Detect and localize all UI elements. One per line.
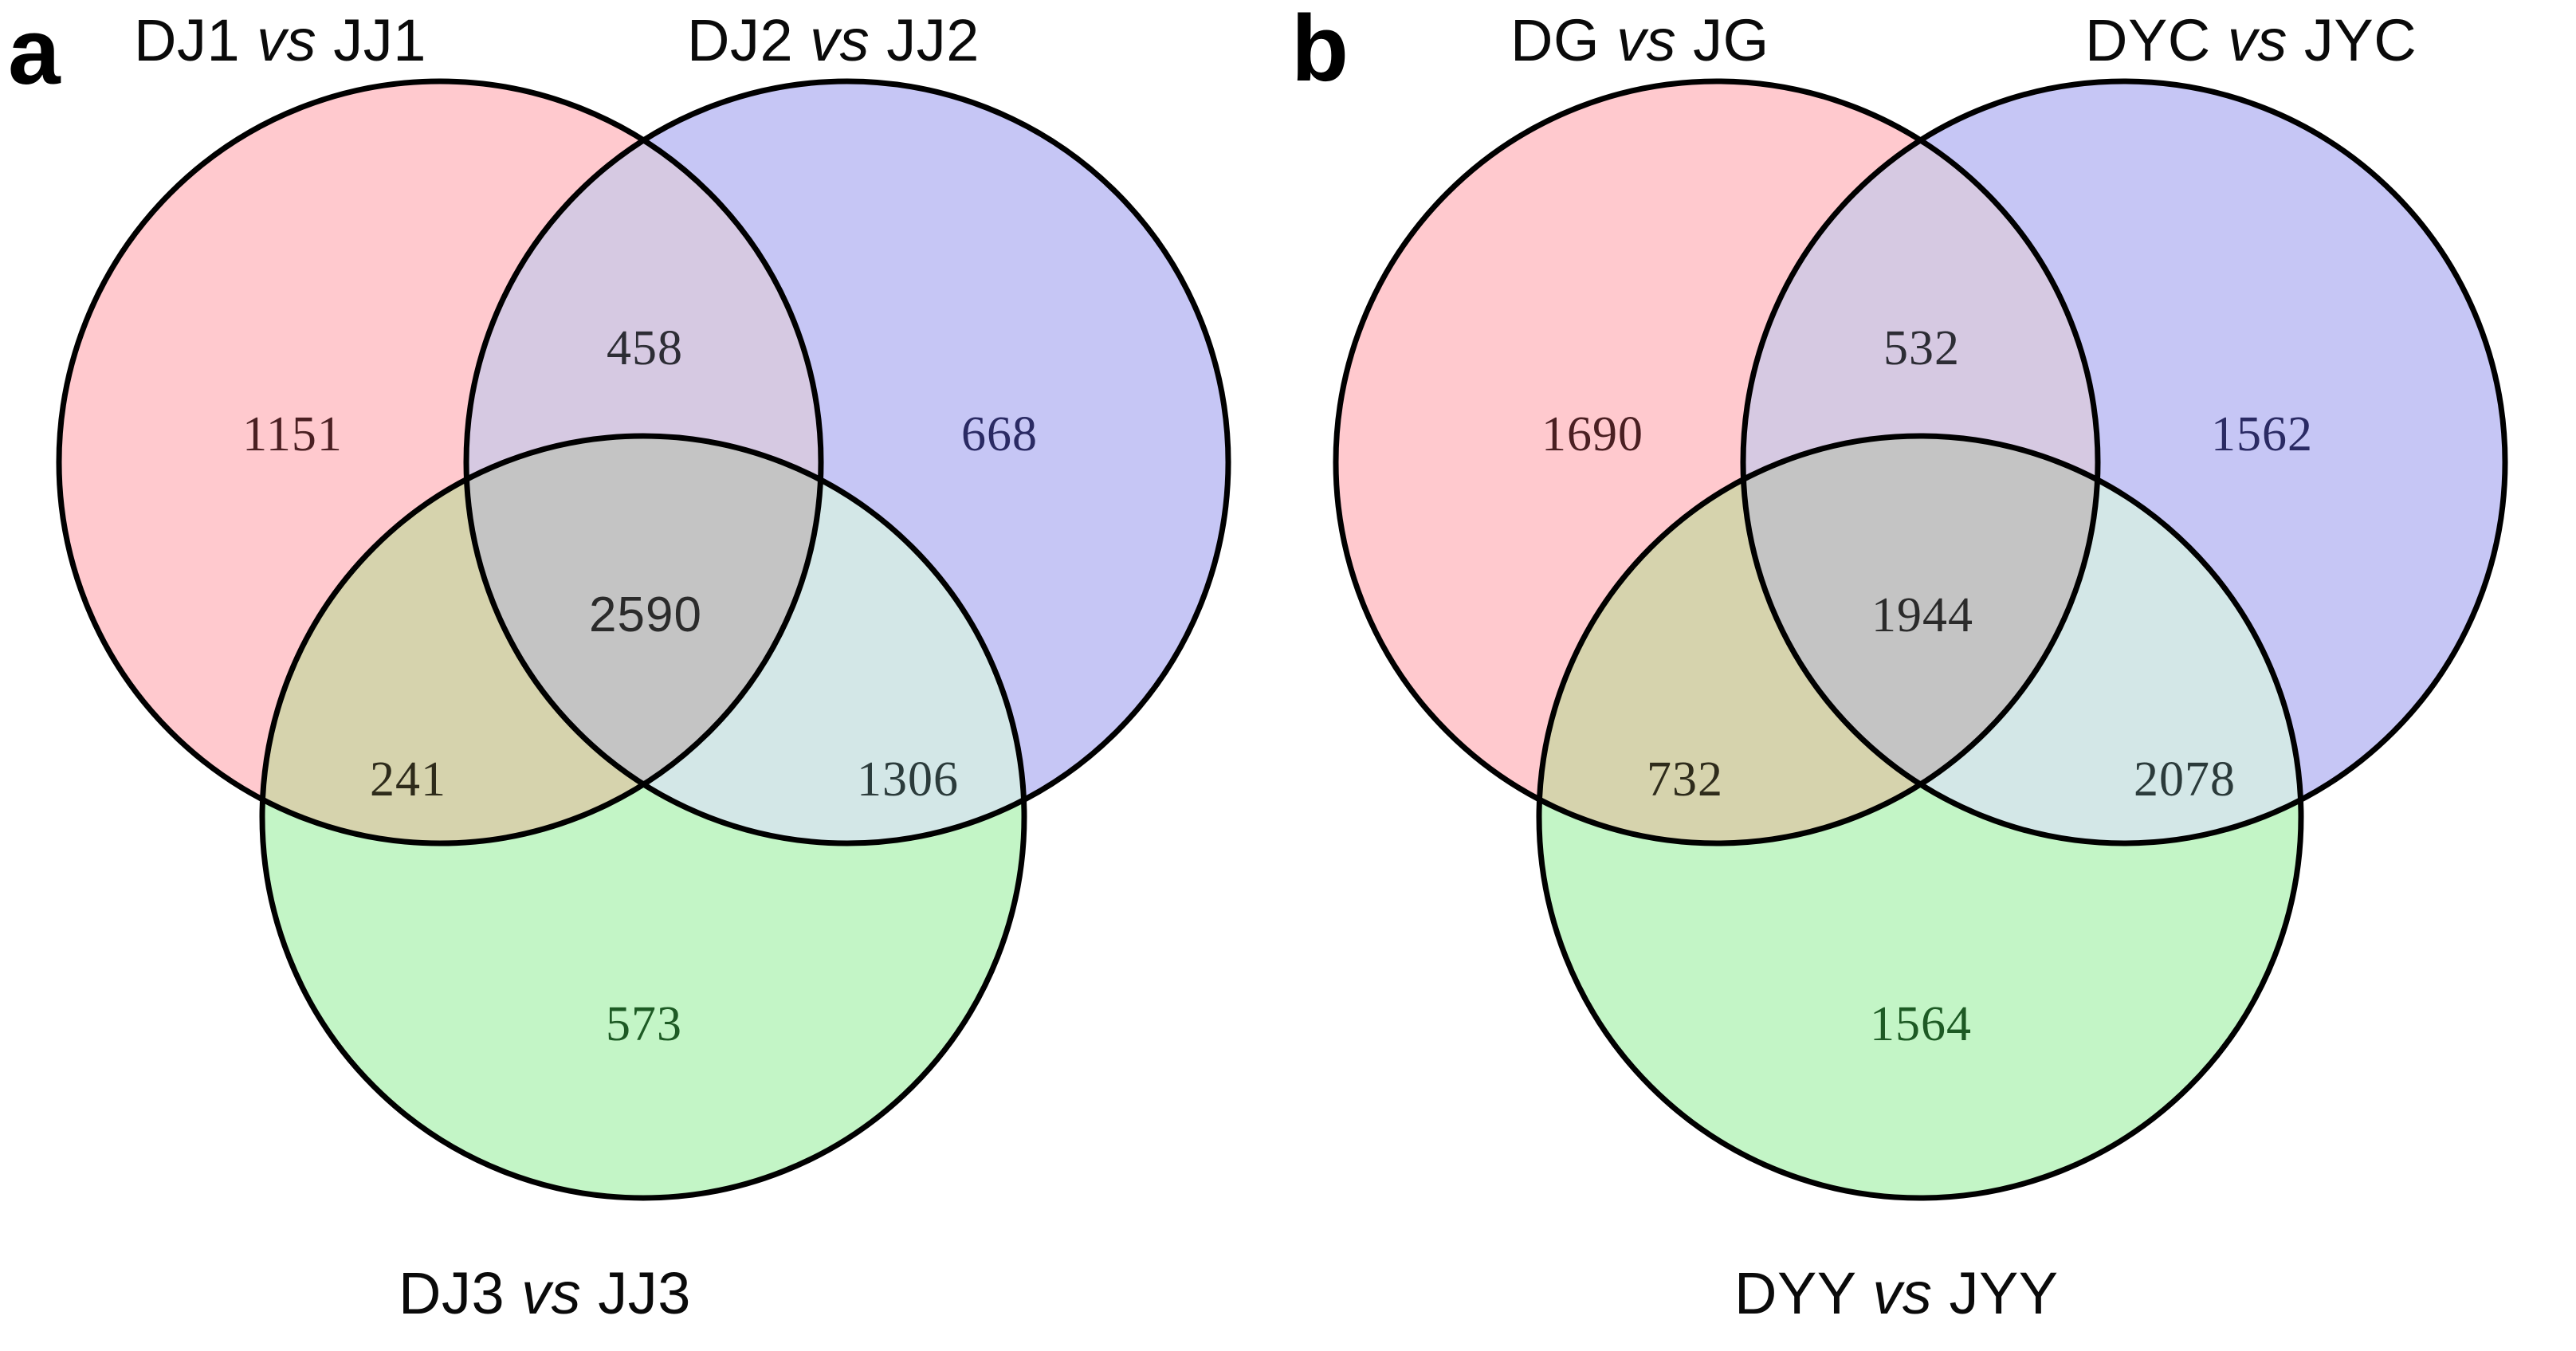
panel-b-count-bottom-only: 1564 (1870, 997, 1972, 1051)
panel-a-venn-svg (56, 78, 1231, 1201)
panel-b: b DG vs JG DYC vs JYC DYY vs JYY (1288, 0, 2576, 1351)
panel-b-label-top-left: DG vs JG (1510, 7, 1769, 73)
panel-b-count-left-right: 532 (1883, 321, 1960, 375)
vs-italic: vs (1872, 1260, 1933, 1326)
panel-a-count-bottom-only: 573 (606, 997, 682, 1051)
panel-b-count-right-bottom: 2078 (2134, 752, 2236, 807)
panel-b-count-left-bottom: 732 (1647, 752, 1723, 807)
circle-set-a-outline (1333, 78, 2101, 846)
vs-italic: vs (1616, 7, 1677, 73)
panel-a-label-top-left: DJ1 vs JJ1 (134, 7, 426, 73)
panel-b-label-top-right: DYC vs JYC (2085, 7, 2417, 73)
circle-set-c-outline (1536, 433, 2304, 1201)
panel-a-label-top-right: DJ2 vs JJ2 (687, 7, 980, 73)
vs-italic: vs (2227, 7, 2287, 73)
vs-italic: vs (257, 7, 317, 73)
panel-a-count-left-only: 1151 (242, 407, 343, 461)
panel-a-count-right-bottom: 1306 (857, 752, 959, 807)
panel-a-count-left-bottom: 241 (370, 752, 446, 807)
circle-set-c-outline (259, 433, 1027, 1201)
vs-italic: vs (521, 1260, 582, 1326)
panel-a-letter: a (8, 0, 61, 104)
circle-set-b-outline (1740, 78, 2508, 846)
panel-b-count-center: 1944 (1871, 588, 1973, 642)
panel-b-count-right-only: 1562 (2211, 407, 2313, 461)
panel-b-count-left-only: 1690 (1541, 407, 1643, 461)
vs-italic: vs (810, 7, 870, 73)
panel-b-venn-svg (1333, 78, 2508, 1201)
panel-b-label-bottom: DYY vs JYY (1734, 1260, 2059, 1326)
panel-a-count-left-right: 458 (607, 321, 683, 375)
circle-set-a-outline (56, 78, 824, 846)
panel-a-count-right-only: 668 (961, 407, 1038, 461)
panel-a: a DJ1 vs JJ1 DJ2 vs JJ2 DJ3 vs JJ3 (8, 0, 1231, 1326)
panel-b-letter: b (1291, 0, 1349, 101)
circle-set-b-outline (463, 78, 1231, 846)
panel-a-label-bottom: DJ3 vs JJ3 (399, 1260, 691, 1326)
panel-a-count-center: 2590 (589, 587, 702, 642)
